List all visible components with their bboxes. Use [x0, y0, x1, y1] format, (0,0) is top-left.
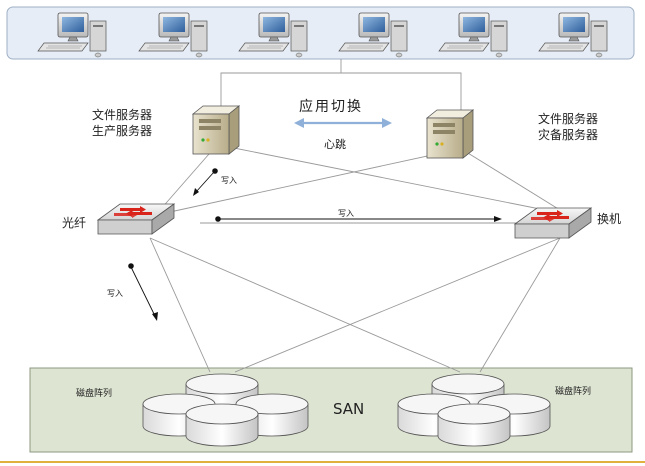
san-label: SAN	[333, 400, 365, 418]
heartbeat-arrow-icon	[294, 118, 392, 128]
disk-cylinder-icon	[185, 403, 259, 447]
production-server-icon	[192, 105, 240, 155]
heartbeat-label: 心跳	[324, 138, 346, 151]
disk-cylinder-icon	[437, 403, 511, 447]
disk-array-right-label: 磁盘阵列	[555, 387, 592, 397]
write-arrows	[128, 168, 502, 321]
backup-server-icon	[426, 109, 474, 159]
right-server-label-line1: 文件服务器	[538, 112, 599, 126]
disk-array-left-label: 磁盘阵列	[76, 389, 113, 399]
write-label-3: 写入	[107, 289, 123, 298]
fiber-switch-left-icon	[97, 203, 175, 235]
switch-right-label: 换机	[597, 212, 622, 226]
write-arrow-icon	[215, 216, 502, 222]
fiber-switch-right-icon	[514, 207, 592, 239]
write-arrow-icon	[128, 263, 158, 321]
connection-lines	[149, 59, 561, 373]
write-label-2: 写入	[338, 209, 354, 218]
write-arrow-icon	[193, 168, 218, 196]
fiber-left-label: 光纤	[62, 216, 87, 230]
write-label-1: 写入	[221, 176, 237, 185]
left-server-label-line1: 文件服务器	[92, 108, 153, 122]
right-server-label-line2: 灾备服务器	[538, 128, 599, 142]
left-server-label-line2: 生产服务器	[92, 124, 153, 138]
app-switch-label: 应用切换	[299, 99, 363, 115]
bottom-rule	[0, 461, 645, 463]
